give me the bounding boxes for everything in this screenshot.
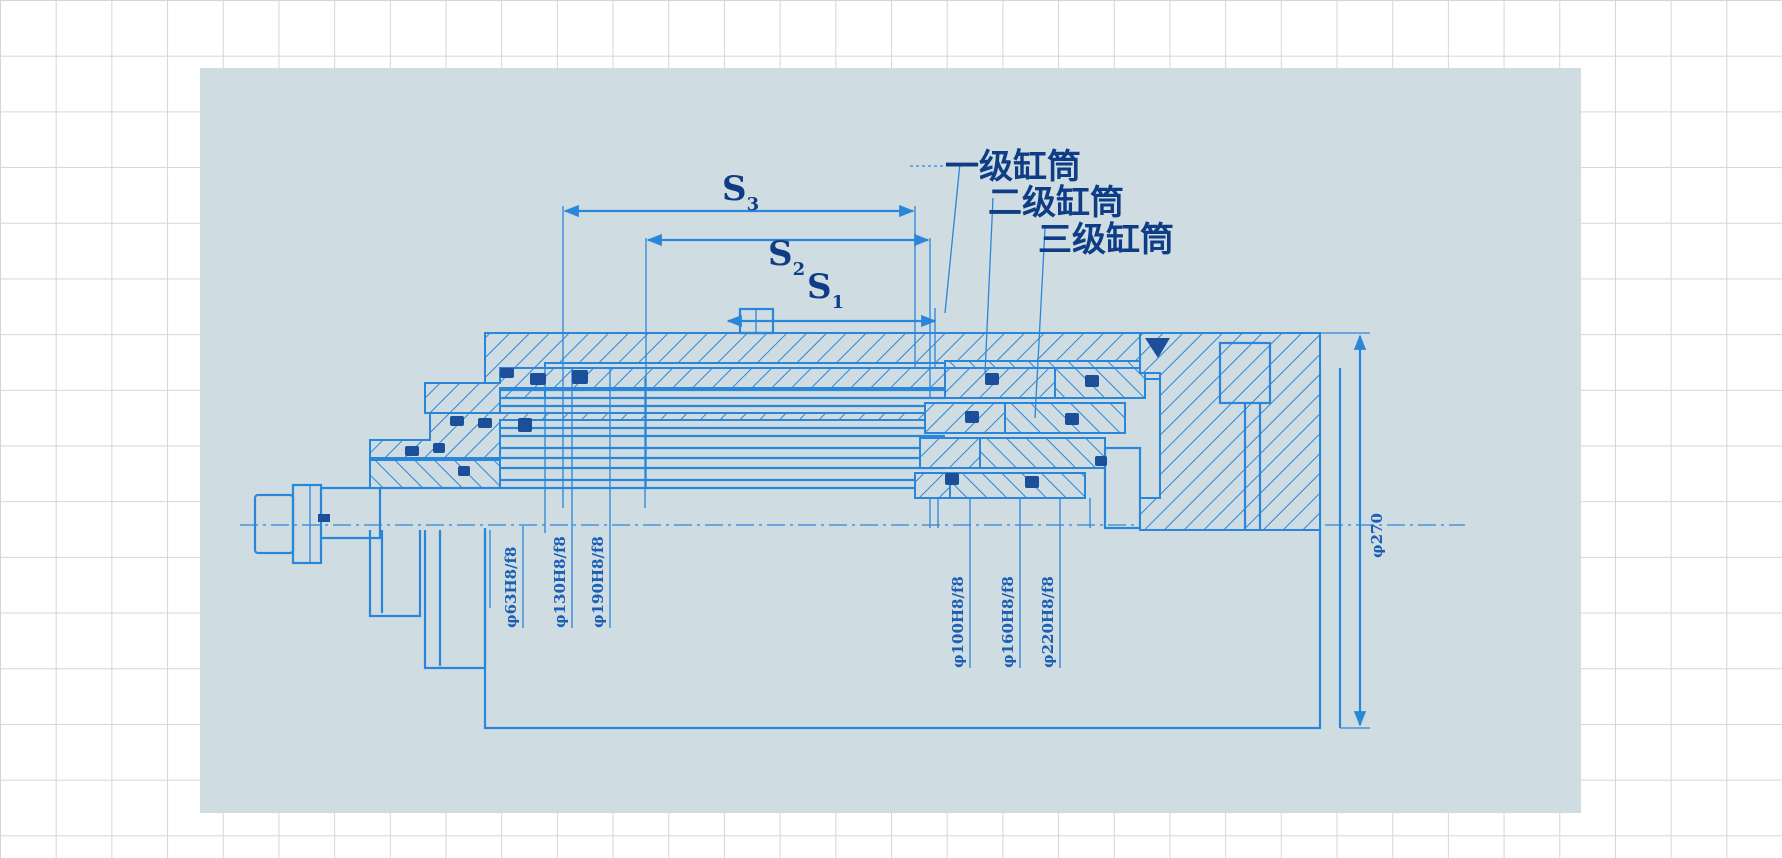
seals: [405, 368, 1107, 488]
dia-130-label: φ130H8/f8: [551, 536, 569, 628]
end-cap: [1139, 332, 1321, 531]
s3-label: S3: [722, 169, 759, 215]
callout-stage3: 三级缸筒: [1038, 220, 1174, 260]
s2-label: S2: [768, 234, 805, 280]
stage3-barrel: [369, 412, 946, 460]
s1-label: S1: [807, 267, 844, 313]
telescopic-cylinder-drawing: S3 S2 S1 一级缸筒 二级缸筒 三级缸筒 φ63H8/f8 φ130H8/…: [200, 68, 1581, 813]
drawing-svg: S3 S2 S1 一级缸筒 二级缸筒 三级缸筒 φ63H8/f8 φ130H8/…: [240, 147, 1465, 730]
callout-leaders: [910, 162, 1046, 419]
callout-stage1: 一级缸筒: [945, 147, 1081, 187]
stroke-dimensions: [562, 204, 937, 508]
rod-end: [253, 483, 382, 565]
diameter-leaders: [522, 526, 1061, 668]
dia-160-label: φ160H8/f8: [999, 576, 1017, 668]
dia-63-label: φ63H8/f8: [502, 547, 520, 628]
callout-stage2: 二级缸筒: [988, 183, 1124, 223]
exterior-outline: [368, 368, 1342, 730]
piston-assemblies: [914, 367, 1146, 530]
dia-190-label: φ190H8/f8: [589, 536, 607, 628]
dia-220-label: φ220H8/f8: [1039, 576, 1057, 668]
dia-100-label: φ100H8/f8: [949, 576, 967, 668]
inner-tubes: [369, 368, 945, 538]
dia-270-dimension: [1320, 332, 1370, 729]
dia-270-label: φ270: [1368, 513, 1386, 558]
